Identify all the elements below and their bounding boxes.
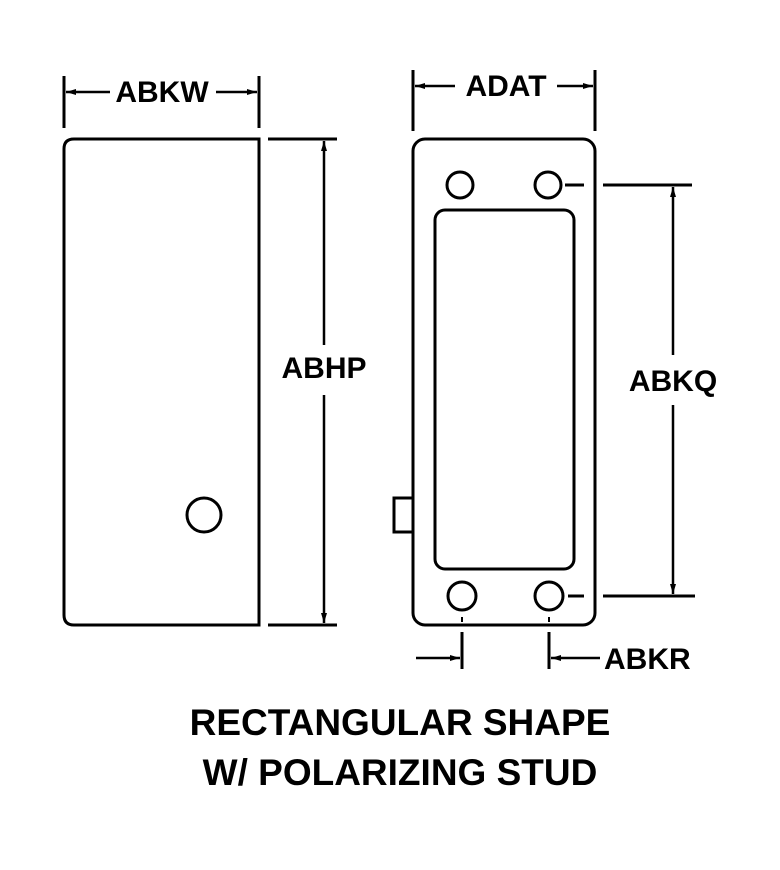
front-view-insert	[433, 208, 576, 571]
label-abkw: ABKW	[115, 76, 209, 109]
caption-line-1: RECTANGULAR SHAPE	[190, 702, 611, 743]
front-view-flange	[411, 137, 597, 627]
dimension-abkw	[62, 76, 261, 128]
dimension-abkq	[565, 183, 695, 598]
label-abkq: ABKQ	[629, 365, 717, 398]
dimension-adat	[411, 70, 597, 131]
mounting-hole-top-left	[445, 170, 475, 200]
dimension-abkr	[416, 617, 600, 669]
label-adat: ADAT	[465, 70, 546, 103]
side-view-body	[62, 137, 261, 627]
dimension-abhp	[268, 137, 337, 627]
mounting-hole-top-right	[533, 170, 563, 200]
caption-line-2: W/ POLARIZING STUD	[203, 752, 598, 793]
mounting-hole-bottom-left	[446, 580, 478, 612]
mounting-hole-bottom-right	[533, 580, 565, 612]
side-view-stud	[185, 496, 223, 534]
label-abkr: ABKR	[604, 643, 691, 676]
polarizing-stud	[392, 496, 415, 534]
side-view	[62, 137, 261, 627]
label-abhp: ABHP	[281, 352, 366, 385]
front-view	[392, 137, 597, 627]
